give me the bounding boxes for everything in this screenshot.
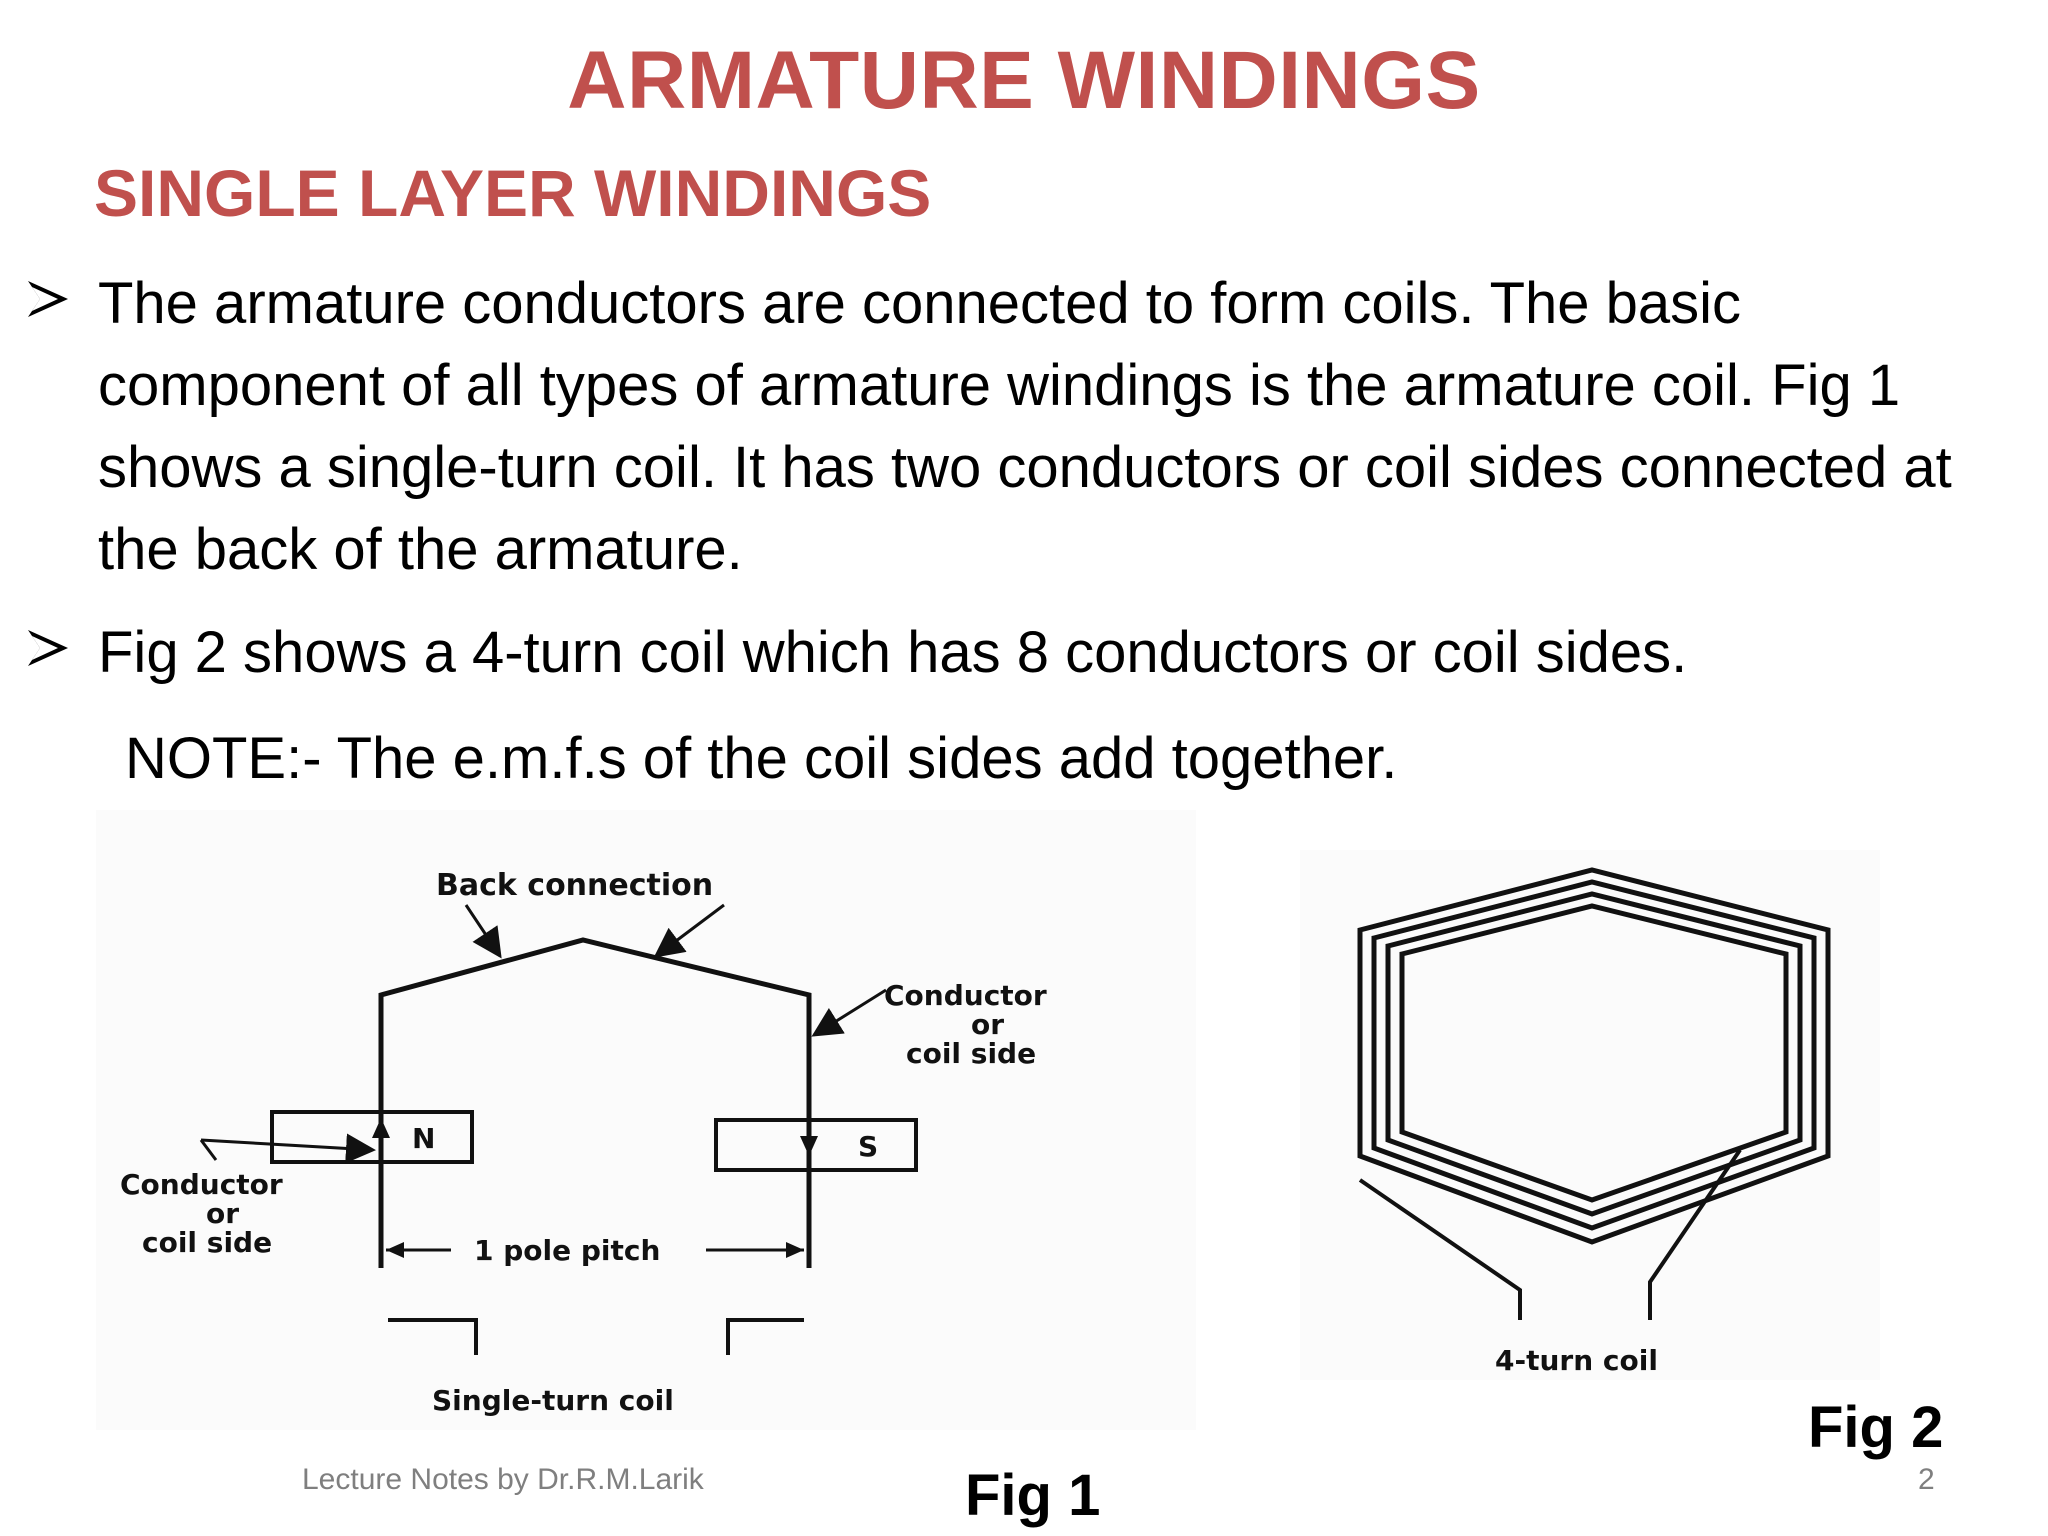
pole-s-box xyxy=(714,1118,918,1172)
pole-n-label: N xyxy=(412,1122,435,1155)
bullet-text: Fig 2 shows a 4-turn coil which has 8 co… xyxy=(98,620,1688,685)
conductor-left-label: Conductor xyxy=(120,1168,283,1201)
conductor-right-or: or xyxy=(971,1008,1004,1041)
back-connection-label: Back connection xyxy=(436,868,713,903)
bullet-text: The armature conductors are connected to… xyxy=(98,271,1952,582)
figure-1-single-turn-coil: Back connection Conductor or coil side N… xyxy=(96,810,1196,1430)
single-turn-coil-diagram: Back connection Conductor or coil side N… xyxy=(120,868,1047,1417)
single-turn-coil-caption: Single-turn coil xyxy=(432,1384,674,1417)
arrow-bullet-icon xyxy=(28,281,68,317)
pole-pitch-label: 1 pole pitch xyxy=(474,1234,660,1267)
arrow-bullet-icon xyxy=(28,630,68,666)
figure-2-label: Fig 2 xyxy=(1808,1395,1944,1460)
figure-1-label: Fig 1 xyxy=(965,1463,1101,1528)
page-number: 2 xyxy=(1918,1463,1935,1496)
conductor-right-label: Conductor xyxy=(884,979,1047,1012)
bullet-item: Fig 2 shows a 4-turn coil which has 8 co… xyxy=(26,612,2006,694)
pole-n-box xyxy=(270,1110,474,1164)
note-text: NOTE:- The e.m.f.s of the coil sides add… xyxy=(125,726,1398,791)
footer-text: Lecture Notes by Dr.R.M.Larik xyxy=(302,1463,704,1496)
four-turn-coil-diagram: 4-turn coil xyxy=(1357,867,1831,1377)
four-turn-coil-caption: 4-turn coil xyxy=(1495,1344,1658,1377)
slide-title: ARMATURE WINDINGS xyxy=(567,35,1481,126)
pole-s-label: S xyxy=(858,1130,878,1163)
bullet-item: The armature conductors are connected to… xyxy=(26,263,2006,591)
conductor-right-coil-side: coil side xyxy=(906,1037,1036,1070)
conductor-left-coil-side: coil side xyxy=(142,1226,272,1259)
figure-2-four-turn-coil: 4-turn coil xyxy=(1300,850,1880,1380)
conductor-left-or: or xyxy=(206,1197,239,1230)
slide-subtitle: SINGLE LAYER WINDINGS xyxy=(94,156,932,230)
